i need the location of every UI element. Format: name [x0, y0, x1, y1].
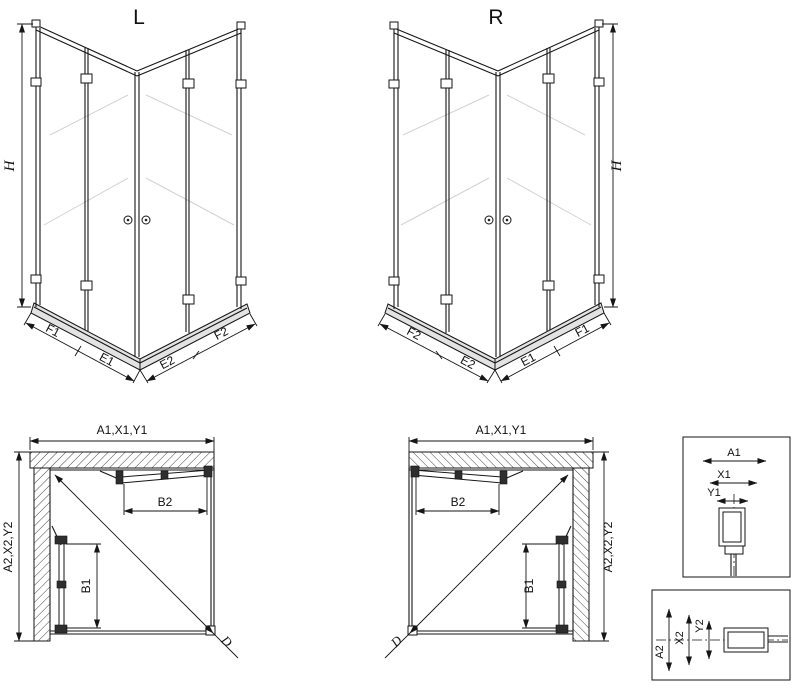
detail-dim-x2: X2	[674, 631, 686, 644]
entry-width-label: B2	[158, 495, 173, 509]
entry-depth-label: B1	[522, 578, 536, 593]
plan-geometry	[385, 437, 609, 658]
front-view-left: L H F1 E1 E2 F2	[2, 6, 257, 383]
plan-view-left: A1,X1,Y1 A2,X2,Y2 B2 B1 D	[1, 423, 238, 658]
front-view-right: R H F2 E2 E1 F1	[378, 6, 625, 383]
segment-label-f1: F1	[573, 321, 592, 340]
segment-label-f2: F2	[212, 324, 231, 343]
detail-dim-y2: Y2	[694, 619, 706, 632]
plan-geometry	[14, 437, 238, 658]
segment-label-e1: E1	[518, 350, 538, 369]
segment-label-f1: F1	[43, 321, 62, 340]
detail-dim-y1: Y1	[707, 487, 720, 499]
diagonal-dimension-label: D	[387, 632, 405, 650]
detail-frame	[651, 589, 791, 681]
detail-dim-x1: X1	[717, 469, 730, 481]
width-dimension-label: A1,X1,Y1	[97, 423, 148, 437]
enclosure-drawing	[384, 19, 605, 371]
detail-dim-a1: A1	[727, 447, 740, 459]
variant-label-right: R	[488, 6, 503, 29]
detail-box-vertical-profile: A1 X1 Y1	[682, 436, 791, 578]
depth-dimension-label: A2,X2,Y2	[601, 521, 615, 572]
height-dimension-label: H	[609, 159, 625, 172]
entry-depth-label: B1	[79, 578, 93, 593]
diagonal-dimension-label: D	[217, 632, 235, 650]
height-dimension-label: H	[2, 159, 18, 172]
entry-width-label: B2	[451, 495, 466, 509]
plan-view-right: A1,X1,Y1 A2,X2,Y2 B2 B1 D	[385, 423, 615, 658]
detail-box-horizontal-profile: A2 X2 Y2	[651, 589, 791, 681]
segment-label-f2: F2	[404, 324, 423, 343]
variant-label-left: L	[133, 6, 145, 29]
detail-dim-a2: A2	[654, 645, 666, 658]
segment-label-e2: E2	[458, 353, 478, 372]
segment-label-e2: E2	[157, 353, 177, 372]
width-dimension-label: A1,X1,Y1	[476, 423, 527, 437]
enclosure-drawing	[30, 19, 251, 371]
segment-label-e1: E1	[97, 350, 117, 369]
depth-dimension-label: A2,X2,Y2	[1, 521, 15, 572]
